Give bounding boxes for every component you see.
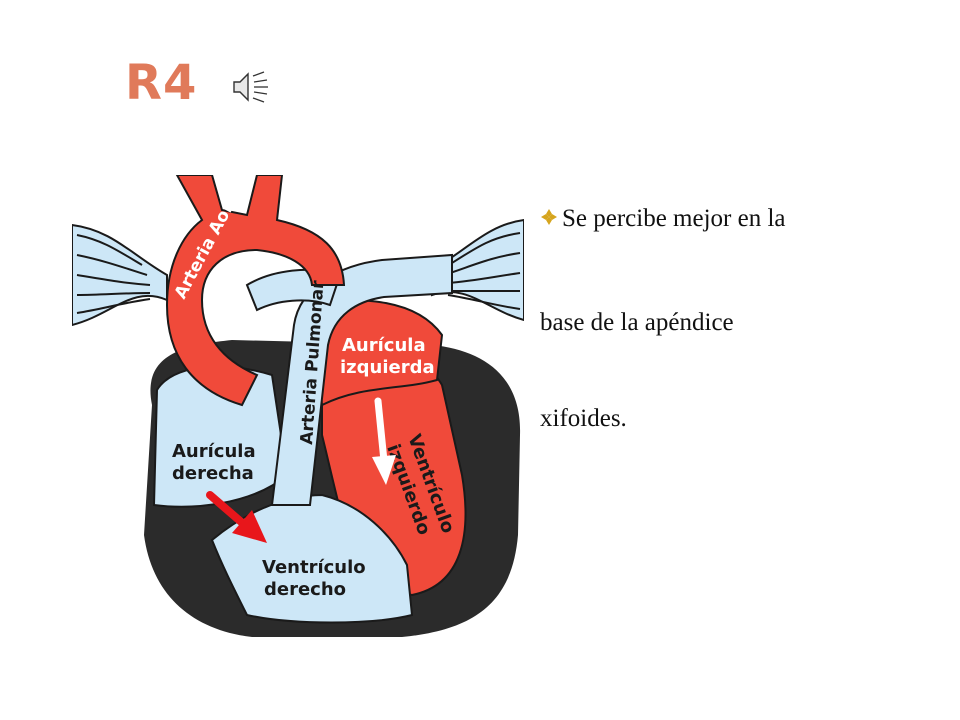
label-ventriculo-derecho-2: derecho [264,579,346,600]
heart-diagram: Arteria Aorta Arteria Pulmonar Aurícula … [72,175,524,637]
label-auricula-derecha-2: derecha [172,463,254,484]
left-pulmonary-vessels [72,223,168,327]
speaker-icon[interactable] [230,70,270,104]
aorta [165,175,346,407]
bullet-line-2: base de la apéndice [540,309,734,336]
label-auricula-derecha-1: Aurícula [172,441,256,462]
label-ventriculo-derecho-1: Ventrículo [262,557,366,578]
slide-title: R4 [125,55,198,111]
label-auricula-izquierda-1: Aurícula [342,335,426,356]
white-arrow [372,397,396,485]
bullet-line-3: xifoides. [540,405,627,432]
diamond-bullet-icon [541,209,557,225]
red-arrow [206,491,267,543]
label-auricula-izquierda-2: izquierda [340,357,435,378]
bullet-line-1: Se percibe mejor en la [562,205,786,232]
